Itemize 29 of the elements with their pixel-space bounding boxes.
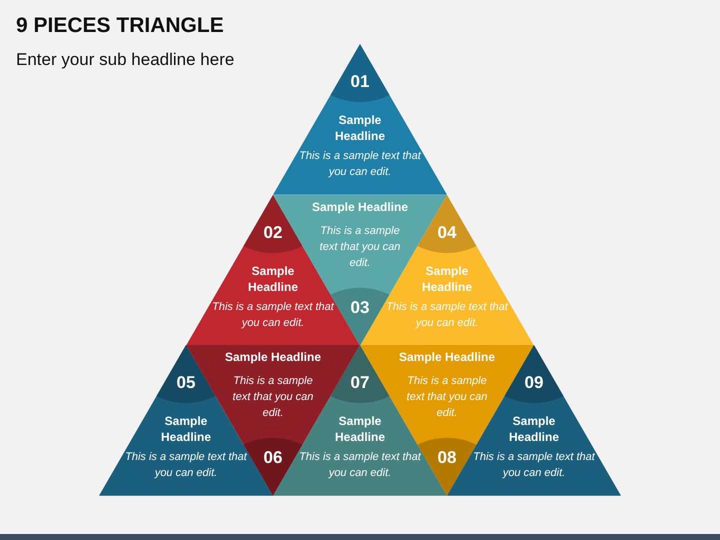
headline: Sample Headline [224,349,322,366]
number-label: 07 [350,373,370,394]
number-label: 08 [436,448,458,468]
number-label: 02 [262,222,284,243]
body-text: This is a sample text that you can edit. [124,450,248,482]
body-text: This is a sample text that you can edit. [298,149,422,180]
headline: Sample Headline [310,198,410,215]
headline: Sample Headline [246,262,299,295]
number-label: 05 [176,373,196,394]
number-label: 09 [524,373,544,394]
number-label: 06 [262,448,284,468]
number-label: 03 [350,298,370,318]
headline: Sample Headline [420,262,473,295]
title: 9 PIECES TRIANGLE [16,14,224,38]
body-text: This is a sample text that you can edit. [211,300,336,331]
headline: Sample Headline [398,349,496,366]
subtitle: Enter your sub headline here [16,50,234,70]
body-text: This is a sample text that you can edit. [298,450,422,482]
body-text: This is a sample text that you can edit. [232,374,314,422]
body-text: This is a sample text that you can edit. [318,224,402,271]
headline: Sample Headline [508,413,560,446]
number-label: 04 [436,222,458,243]
number-label: 01 [350,72,370,92]
headline: Sample Headline [160,413,212,446]
headline: Sample Headline [334,112,386,144]
body-text: This is a sample text that you can edit. [472,450,596,482]
headline: Sample Headline [334,413,386,446]
body-text: This is a sample text that you can edit. [385,300,510,331]
body-text: This is a sample text that you can edit. [406,374,488,422]
